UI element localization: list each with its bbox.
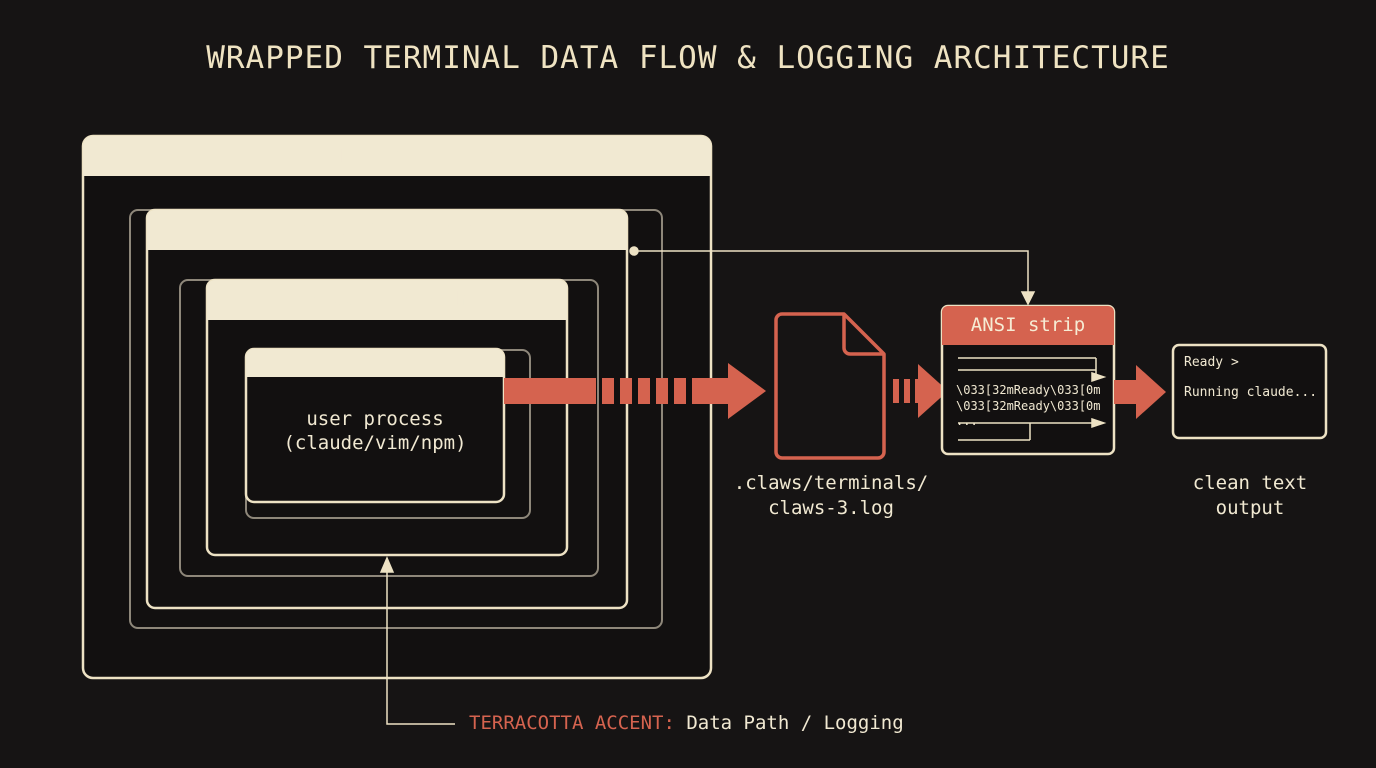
- legend-text: Data Path / Logging: [674, 712, 904, 734]
- legend-accent-label: TERRACOTTA ACCENT:: [469, 712, 675, 734]
- user-process-label: user process (claude/vim/npm): [246, 407, 504, 455]
- data-path-arrow: [504, 363, 766, 419]
- user-process-line2: (claude/vim/npm): [283, 432, 467, 454]
- ansi-to-output-arrow: [1114, 365, 1166, 419]
- ansi-line-2: \033[32mReady\033[0m: [956, 399, 1101, 413]
- ansi-line-3: ...: [956, 414, 978, 428]
- diagram-title: WRAPPED TERMINAL DATA FLOW & LOGGING ARC…: [206, 40, 1170, 76]
- user-process-box: [244, 347, 506, 504]
- output-caption-line2: output: [1215, 497, 1285, 519]
- panel-label: VS CODE TERMINAL PANEL: [271, 145, 523, 167]
- log-file-path-line1: .claws/terminals/: [733, 472, 929, 494]
- user-process-line1: user process: [306, 408, 444, 430]
- output-line-2: Running claude...: [1184, 385, 1318, 400]
- script-process-label: script(1) process: [289, 218, 485, 240]
- script-to-ansi-connector: [629, 246, 1036, 306]
- log-file-path-line2: claws-3.log: [768, 497, 894, 519]
- legend-pointer: [379, 556, 455, 725]
- legend: TERRACOTTA ACCENT: Data Path / Logging: [469, 712, 904, 734]
- output-line-1: Ready >: [1184, 355, 1239, 370]
- file-to-ansi-arrow: [893, 364, 948, 418]
- log-file-icon: [774, 312, 886, 460]
- ansi-strip-header: ANSI strip: [970, 314, 1086, 336]
- log-file-caption: .claws/terminals/ claws-3.log: [720, 471, 942, 521]
- clean-output-box: [1171, 343, 1328, 440]
- ansi-strip-box: [940, 304, 1116, 456]
- shell-label: shell (zsh/bash): [295, 288, 479, 310]
- ansi-line-1: \033[32mReady\033[0m: [956, 383, 1101, 397]
- output-caption: clean text output: [1160, 471, 1340, 521]
- output-caption-line1: clean text: [1192, 472, 1308, 494]
